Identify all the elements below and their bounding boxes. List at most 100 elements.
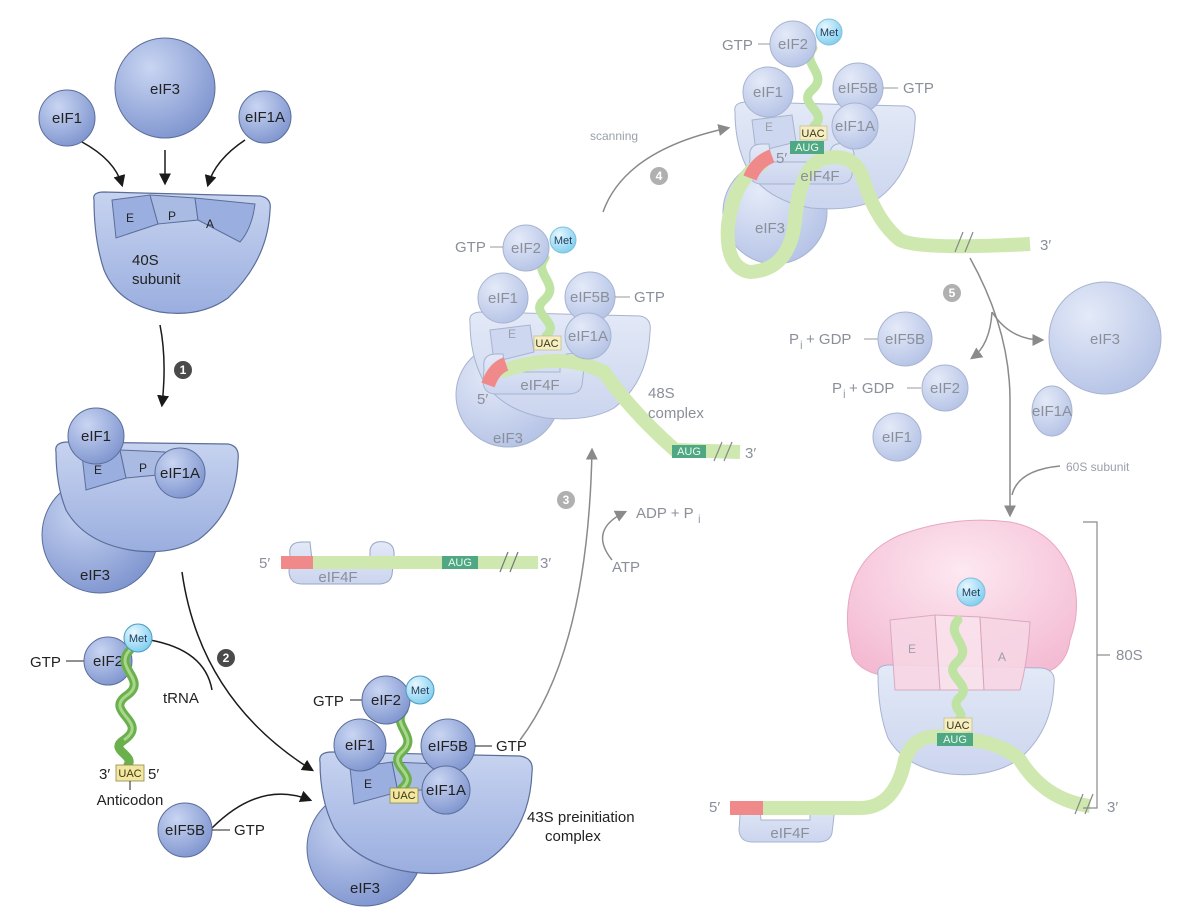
binding-arrow-elf1a (204, 139, 246, 188)
trna-helix-48s (535, 253, 555, 341)
adp-pi-subscript: i (698, 512, 701, 526)
three-prime-free: 3′ (540, 555, 551, 572)
scanning-label: scanning (590, 129, 638, 143)
met-residue-48s (549, 226, 577, 254)
codon-scan: UAC (801, 128, 824, 140)
label-43s-line2: complex (545, 828, 601, 845)
step-2-arrow-main (181, 571, 315, 772)
elf1-factor-scan (742, 66, 794, 118)
mrna-free: AUG 5′ eIF4F 3′ (259, 541, 551, 586)
complex-scanning: E AUG 3′ 5′ eIF4F eIF1 eIF5B GTP eIF1A U… (720, 18, 1051, 280)
subunit-60s-arrow (1011, 465, 1061, 496)
bracket-80s (1083, 521, 1098, 809)
ternary-complex: GTP eIF2 Met tRNA UAC 3′ 5′ Anticodon eI… (30, 623, 265, 858)
released-factors: P i + GDP eIF5B eIF3 P i + GDP eIF2 eIF1… (789, 281, 1162, 474)
aug-label-80s: AUG (943, 734, 967, 746)
step-2-arrow-elf5b (211, 790, 313, 829)
elf2-factor-released (921, 364, 969, 412)
label-48s-line2: complex (648, 405, 704, 422)
aug-box-scan (790, 141, 824, 154)
gtp-left-label-43s: GTP (313, 693, 344, 710)
step-2-number: 2 (223, 651, 230, 665)
elf5b-factor-released (877, 311, 933, 367)
three-prime-80s: 3′ (1107, 799, 1118, 816)
elf1-label-bound: eIF1 (81, 428, 111, 445)
met-residue-scan (815, 18, 843, 46)
mrna-strand-free (313, 556, 538, 569)
panel-40s-free: eIF1 eIF3 eIF1A E P A 40S subunit (38, 37, 292, 314)
step-2-badge (217, 649, 235, 667)
step-3-number: 3 (563, 493, 570, 507)
elf1-factor-48s (477, 272, 529, 324)
elf3-factor-released (1048, 281, 1162, 395)
aug-label-free: AUG (448, 557, 472, 569)
site-e-label-bound: E (94, 463, 102, 477)
elf5b-label-scan: eIF5B (838, 80, 878, 97)
step-5-badge (943, 284, 961, 302)
elf2-factor-48s (502, 224, 550, 272)
aug-box-free (442, 556, 478, 569)
met-residue (123, 623, 153, 653)
complex-48s: E AUG 3′ 5′ eIF4F eIF1 eIF5B GTP eIF1A U… (455, 224, 756, 462)
ribosome-80s: E A Met UAC AUG 3′ 5′ eIF4F 80S (709, 519, 1143, 843)
elf5b-gtp-label: GTP (234, 822, 265, 839)
elf3-label-43s: eIF3 (350, 880, 380, 897)
anticodon-box-43s (389, 787, 419, 804)
step-3-arrow (519, 447, 598, 741)
step-4-badge (650, 167, 668, 185)
three-prime-label: 3′ (99, 766, 110, 783)
step-1-arrow (157, 324, 170, 408)
mrna-cap-80s (730, 801, 763, 815)
codon-48s: UAC (535, 338, 558, 350)
elf5b-label-released: eIF5B (885, 331, 925, 348)
elf3-factor (114, 37, 216, 139)
elf5b-label-free: eIF5B (165, 822, 205, 839)
gdp-label-2: + GDP (849, 380, 894, 397)
site-p-label: P (168, 209, 176, 223)
step-3-badge (557, 491, 575, 509)
aug-label-scan: AUG (795, 142, 819, 154)
five-prime-scan: 5′ (776, 150, 787, 167)
elf4f-label-48s: eIF4F (520, 377, 559, 394)
anticodon-box-48s (533, 335, 562, 351)
step-5-arrow-left (970, 311, 993, 360)
elf2-label-scan: eIF2 (778, 36, 808, 53)
elf1-factor-43s (333, 718, 387, 772)
mrna-cap-scan (743, 149, 775, 181)
pi-subscript-2: i (843, 387, 846, 401)
elf1-label: eIF1 (52, 110, 82, 127)
elf1a-label-43s: eIF1A (426, 782, 466, 799)
met-label: Met (129, 633, 147, 645)
step-4-arrow (602, 124, 731, 213)
trna-label: tRNA (163, 690, 199, 707)
met-label-43s: Met (411, 685, 429, 697)
met-residue-80s (956, 577, 986, 607)
step-1-badge (174, 361, 192, 379)
elf4f-label-free: eIF4F (318, 569, 357, 586)
step-5-number: 5 (949, 286, 956, 300)
gtp-left-label-48s: GTP (455, 239, 486, 256)
gtp-left-label-scan: GTP (722, 37, 753, 54)
site-a-label: A (206, 217, 214, 231)
codon-80s: UAC (946, 720, 969, 732)
elf2-label: eIF2 (93, 653, 123, 670)
five-prime-80s: 5′ (709, 799, 720, 816)
elf3-label: eIF3 (150, 81, 180, 98)
met-label-80s: Met (962, 587, 980, 599)
label-80s: 80S (1116, 647, 1143, 664)
complex-43s: E eIF1 eIF5B GTP eIF1A UAC GTP eIF2 Met … (306, 675, 635, 907)
gtp-right-label-43s: GTP (496, 738, 527, 755)
mrna-cap-48s (481, 357, 509, 388)
elf1-label-48s: eIF1 (488, 290, 518, 307)
elf1a-label-bound: eIF1A (160, 465, 200, 482)
elf1-label-scan: eIF1 (753, 84, 783, 101)
elf1-label-released: eIF1 (882, 429, 912, 446)
label-48s-line1: 48S (648, 385, 675, 402)
elf3-label-released: eIF3 (1090, 331, 1120, 348)
site-a-label-80s: A (998, 650, 1006, 664)
step-3-atp-arrow (601, 510, 628, 561)
trna-helix-80s (948, 615, 968, 723)
aug-box-48s (672, 445, 706, 458)
elf4f-label-80s: eIF4F (770, 825, 809, 842)
